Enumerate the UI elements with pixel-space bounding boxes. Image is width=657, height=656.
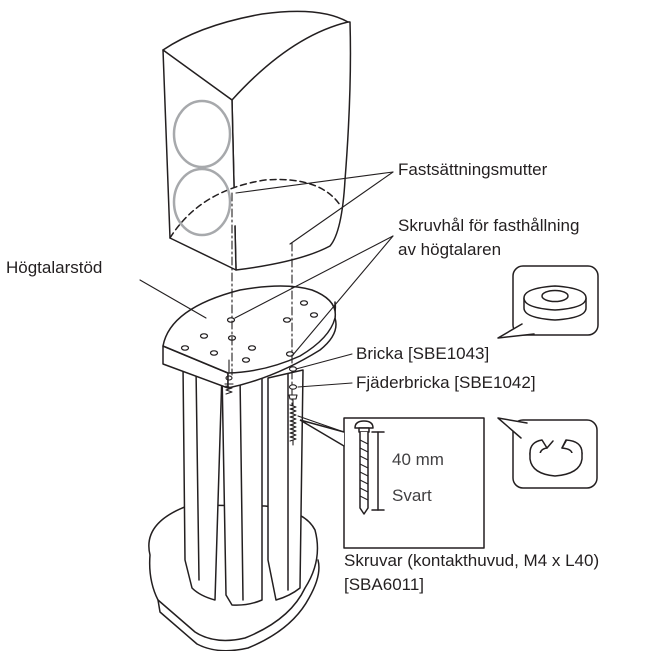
spring-washer-callout [497, 417, 598, 489]
label-screws-line1: Skruvar (kontakthuvud, M4 x L40) [344, 551, 600, 570]
label-spring-washer: Fjäderbricka [SBE1042] [356, 373, 536, 392]
leader-lines [139, 171, 394, 433]
label-screw-color: Svart [392, 486, 432, 505]
screw-left [224, 359, 234, 395]
washer-callout [497, 265, 599, 339]
alignment-lines [231, 192, 293, 411]
label-screw-length: 40 mm [392, 450, 444, 469]
label-speaker-stand: Högtalarstöd [6, 258, 103, 277]
speaker-drivers [172, 99, 232, 237]
label-washer: Bricka [SBE1043] [356, 344, 490, 363]
label-screw-hole-line1: Skruvhål för fasthållning [398, 216, 580, 235]
plate-holes [180, 300, 319, 363]
stand-top-plate [162, 285, 337, 389]
stand-legs [182, 364, 304, 606]
label-fastening-nut: Fastsättningsmutter [398, 160, 548, 179]
label-screw-hole-line2: av högtalaren [398, 240, 502, 259]
label-screws-line2: [SBA6011] [344, 575, 425, 594]
screw-callout [299, 417, 485, 549]
speaker [162, 10, 352, 271]
